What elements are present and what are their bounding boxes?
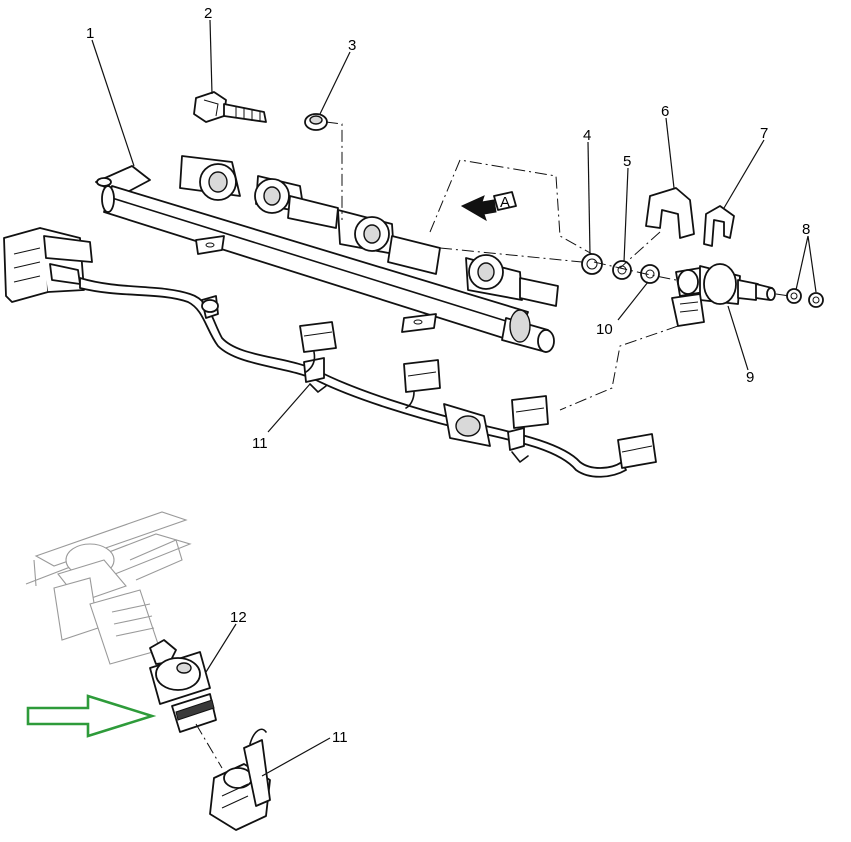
- retainer-clip-6: [645, 187, 695, 239]
- wiring-harness: [3, 227, 657, 478]
- bolt: [193, 91, 267, 123]
- callout-11-connector: 11: [332, 729, 348, 746]
- pressure-sensor: [149, 639, 217, 733]
- o-ring-10: [640, 264, 660, 284]
- view-a-label: A: [500, 194, 510, 211]
- injector-pocket-4: [465, 254, 559, 307]
- o-ring-5: [612, 260, 632, 280]
- sensor-connector: [195, 723, 271, 831]
- spacer-nut: [304, 113, 328, 131]
- injector-pocket-3: [337, 209, 441, 275]
- callout-8: 8: [802, 221, 810, 238]
- fuel-rail: [95, 165, 555, 353]
- seal-8a: [786, 288, 802, 304]
- callout-3: 3: [348, 37, 356, 54]
- callout-12: 12: [230, 609, 247, 626]
- injector-pocket-2: [254, 175, 339, 229]
- callout-9: 9: [746, 369, 754, 386]
- callout-6: 6: [661, 103, 669, 120]
- callout-11-harness: 11: [252, 435, 268, 452]
- highlight-arrow: [26, 694, 157, 738]
- engine-ghost-background: [25, 511, 192, 665]
- fuel-injector: [671, 263, 776, 327]
- callout-2: 2: [204, 5, 212, 22]
- callout-4: 4: [583, 127, 591, 144]
- callout-1: 1: [86, 25, 94, 42]
- callout-5: 5: [623, 153, 631, 170]
- o-ring-4: [581, 253, 603, 275]
- seal-8b: [808, 292, 824, 308]
- callout-10: 10: [596, 321, 613, 338]
- view-a-marker: A: [460, 191, 517, 222]
- retainer-clip-7: [703, 205, 735, 247]
- callout-7: 7: [760, 125, 768, 142]
- injector-pocket-1: [179, 155, 241, 201]
